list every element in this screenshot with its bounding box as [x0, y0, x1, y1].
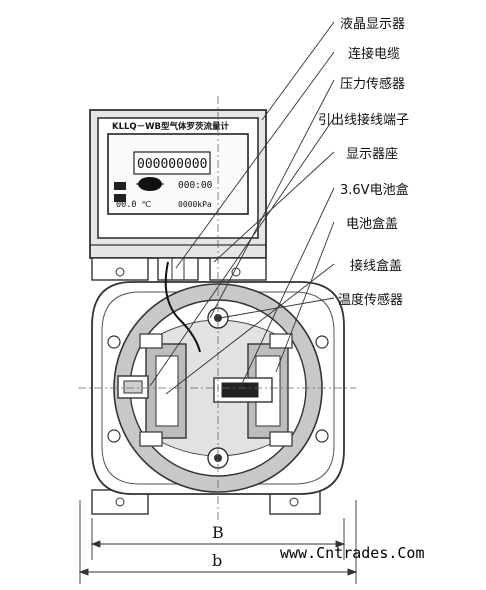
label-pressure-sensor: 压力传感器 [340, 76, 405, 92]
display-time: 000:00 [178, 180, 213, 191]
display-pressure: 0000kPa [178, 200, 212, 209]
label-lcd-display: 液晶显示器 [340, 17, 405, 32]
display-counter: 000000000 [137, 157, 207, 172]
lcd-screen [107, 133, 249, 215]
display-temperature: 00.0 ℃ [116, 200, 152, 210]
dimension-lines [78, 500, 358, 584]
label-temperature-sensor: 温度传感器 [338, 292, 403, 308]
left-sensor-block [117, 333, 187, 447]
center-lines [78, 96, 356, 520]
label-lead-terminal: 引出线接线端子 [318, 112, 409, 128]
label-battery-cover: 电池盒盖 [346, 216, 398, 232]
label-connecting-cable: 连接电缆 [348, 46, 400, 62]
bolt-holes [107, 267, 329, 507]
right-battery-block [213, 333, 293, 447]
label-display-base: 显示器座 [346, 147, 398, 162]
dimension-inner-label: b [212, 551, 222, 570]
watermark: www.Cntrades.Com [280, 544, 425, 562]
dimension-outer-label: B [212, 523, 224, 542]
connecting-cable [164, 261, 201, 353]
display-neck [157, 257, 199, 281]
display-model: KLLQ－WB型气体罗茨流量计 [112, 121, 230, 132]
label-battery-box: 3.6V电池盒 [340, 182, 409, 198]
leader-lines [149, 21, 335, 395]
label-junction-cover: 接线盒盖 [350, 258, 402, 274]
